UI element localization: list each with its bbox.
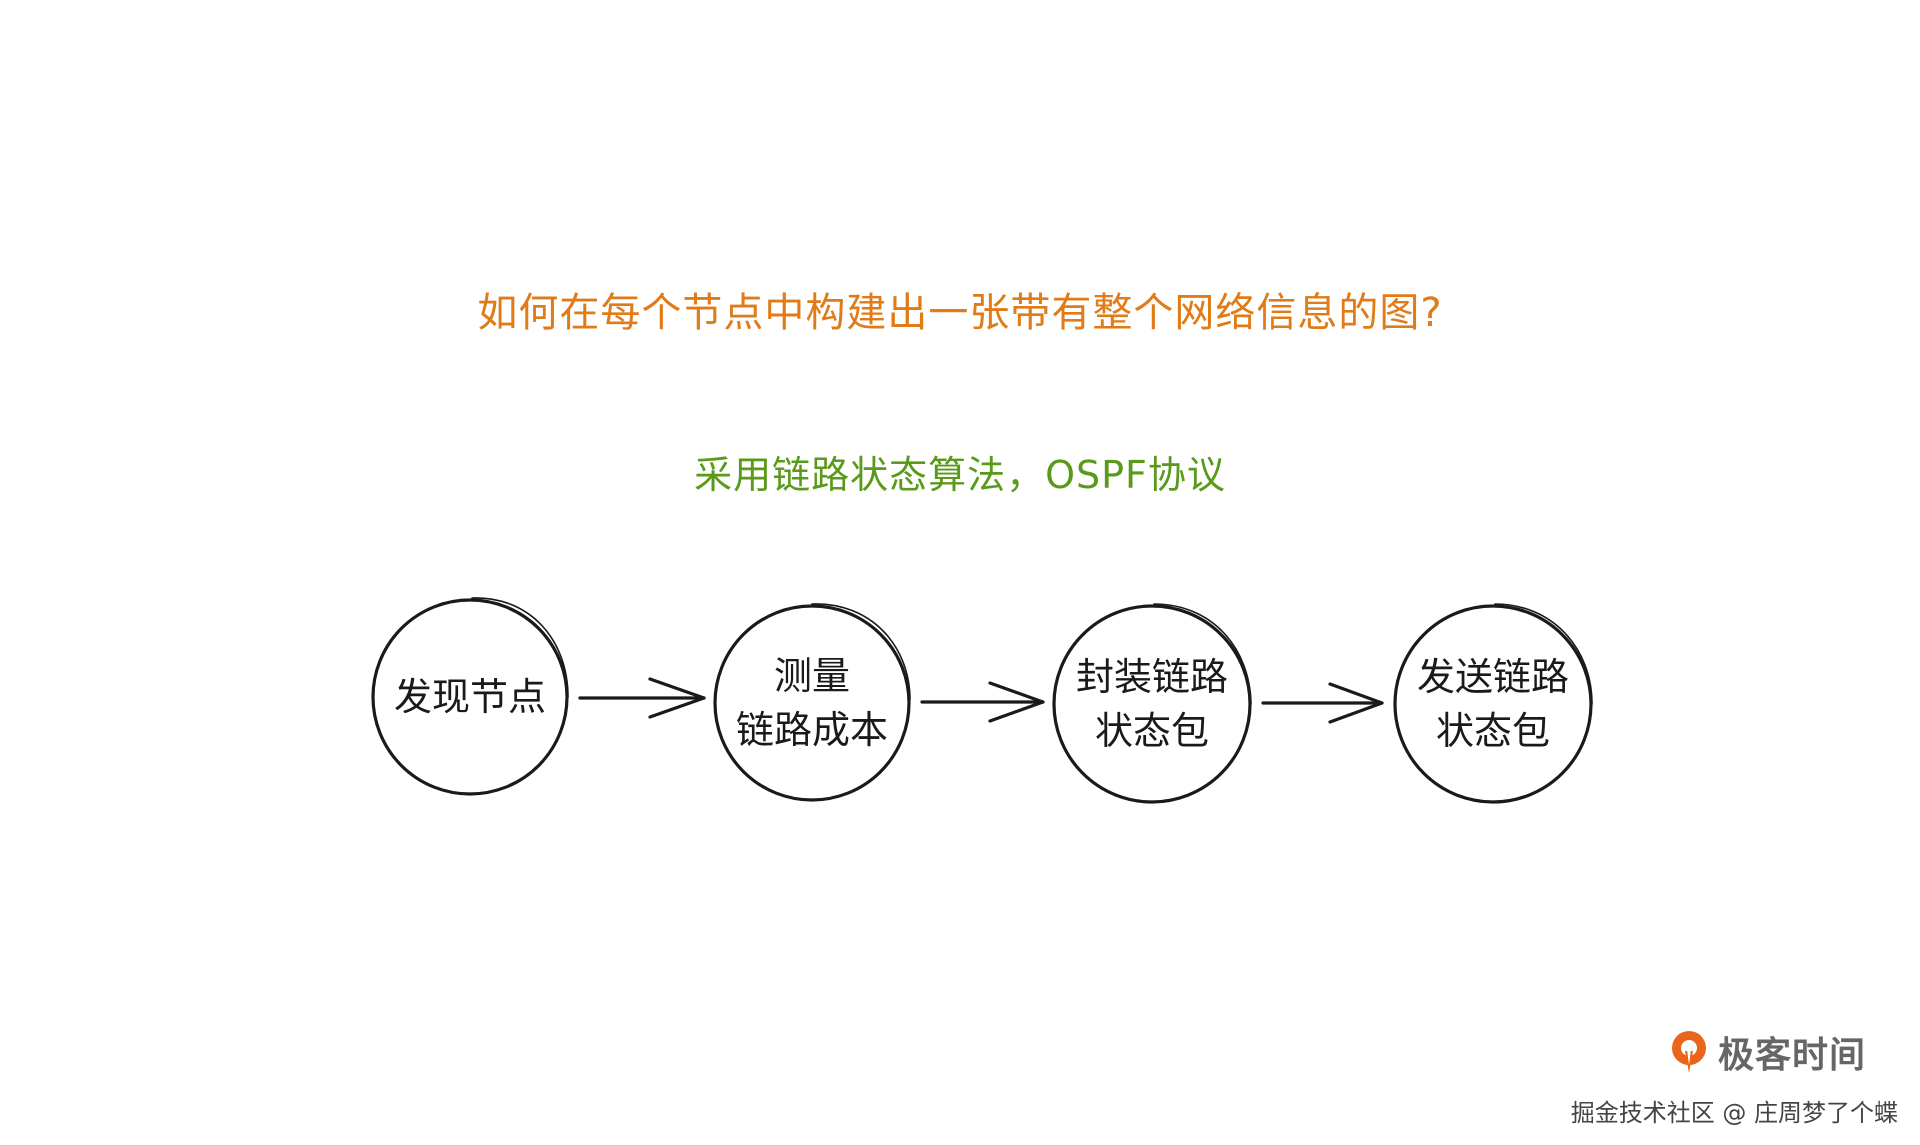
node-3-line1: 封装链路 (1075, 655, 1228, 699)
arrow-1 (578, 677, 706, 719)
node-2-line2: 链路成本 (735, 708, 888, 752)
brand-name: 极客时间 (1718, 1035, 1867, 1076)
node-4-line1: 发送链路 (1416, 655, 1569, 699)
arrow-2 (920, 681, 1045, 723)
node-1-label: 发现节点 (375, 670, 565, 724)
brand: 极客时间 (1668, 1026, 1866, 1078)
node-4-line2: 状态包 (1435, 709, 1550, 753)
node-2-line1: 测量 (773, 654, 850, 698)
node-2-circle (713, 604, 911, 802)
question-title: 如何在每个节点中构建出一张带有整个网络信息的图? (477, 290, 1443, 336)
node-2-label: 测量 链路成本 (717, 649, 907, 757)
node-4-sketch (1494, 603, 1593, 705)
node-3-label: 封装链路 状态包 (1057, 650, 1247, 758)
node-3-sketch (1153, 603, 1252, 705)
node-3-circle (1052, 604, 1252, 804)
watermark: 掘金技术社区 @ 庄周梦了个蝶 (1570, 1099, 1898, 1127)
node-1-circle (371, 598, 569, 796)
node-1-sketch (471, 597, 569, 698)
node-4-label: 发送链路 状态包 (1398, 650, 1588, 758)
answer-subtitle: 采用链路状态算法，OSPF协议 (694, 453, 1226, 497)
geektime-logo-icon (1672, 1031, 1706, 1073)
node-1-line1: 发现节点 (393, 675, 546, 719)
node-3-line2: 状态包 (1094, 709, 1209, 753)
node-2-sketch (811, 603, 911, 701)
arrow-3 (1261, 682, 1384, 724)
node-4-circle (1393, 604, 1593, 804)
